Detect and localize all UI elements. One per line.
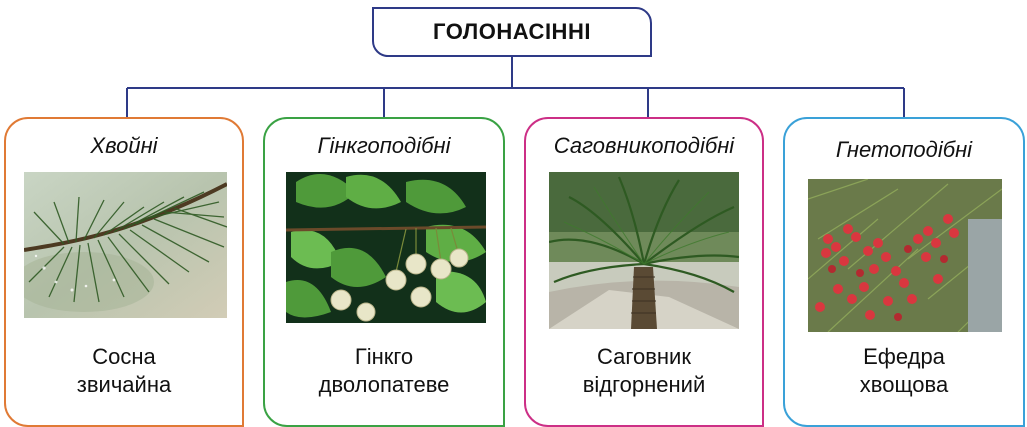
group-card-cycads: Саговникоподібні Саго — [524, 117, 764, 427]
group-card-gnetophytes: Гнетоподібні — [783, 117, 1025, 427]
group-title: Саговникоподібні — [526, 133, 762, 159]
species-name-line1: Ефедра — [785, 343, 1023, 371]
group-title: Хвойні — [6, 133, 242, 159]
species-name-line2: відгорнений — [526, 371, 762, 399]
species-name-line1: Гінкго — [265, 343, 503, 371]
group-title: Гінкгоподібні — [265, 133, 503, 159]
group-title: Гнетоподібні — [785, 137, 1023, 163]
species-name-line2: звичайна — [6, 371, 242, 399]
species-name-line2: хвощова — [785, 371, 1023, 399]
group-caption: Сосна звичайна — [6, 343, 242, 399]
group-caption: Гінкго дволопатеве — [265, 343, 503, 399]
species-name-line1: Сосна — [6, 343, 242, 371]
group-card-conifers: Хвойні — [4, 117, 244, 427]
pine-branch-photo — [24, 172, 227, 318]
species-name-line1: Саговник — [526, 343, 762, 371]
group-card-ginkgo: Гінкгоподібні — [263, 117, 505, 427]
ginkgo-leaves-photo — [286, 172, 486, 323]
sago-palm-photo — [549, 172, 739, 329]
group-caption: Саговник відгорнений — [526, 343, 762, 399]
ephedra-berries-photo — [808, 179, 1002, 332]
species-name-line2: дволопатеве — [265, 371, 503, 399]
group-caption: Ефедра хвощова — [785, 343, 1023, 399]
